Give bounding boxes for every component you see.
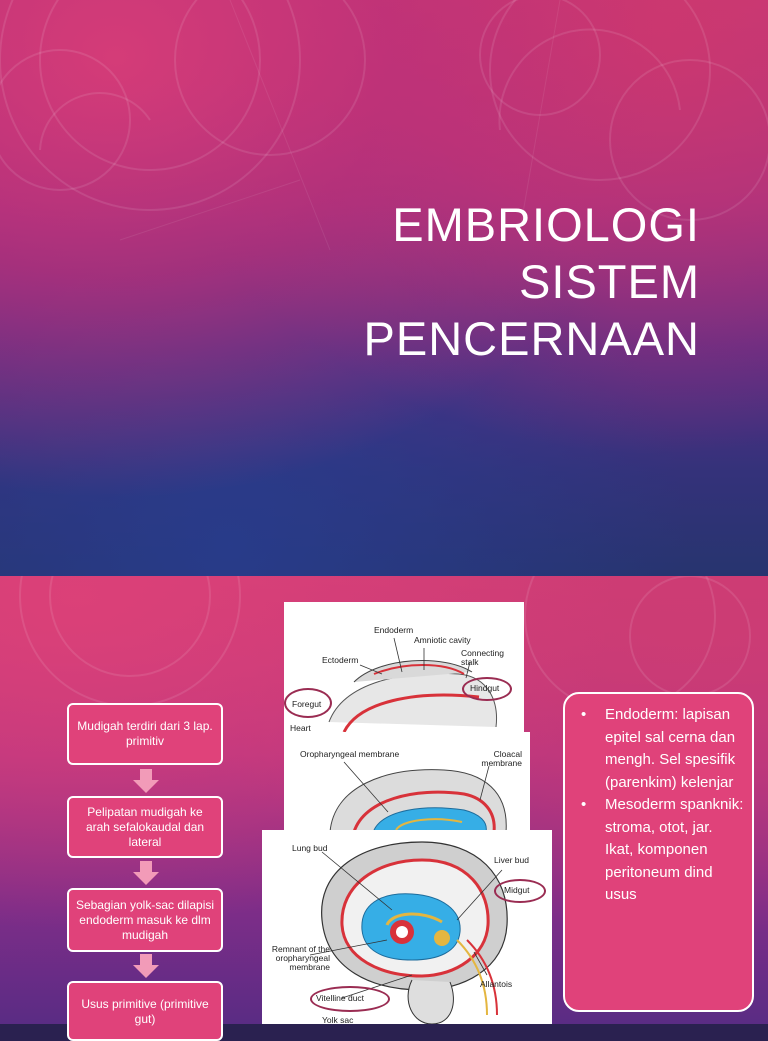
- embryo-diagram-top: Endoderm Amniotic cavity Ectoderm Connec…: [284, 602, 524, 742]
- embryo-diagram-bottom: Lung bud Liver bud Midgut Remnant of the…: [262, 830, 552, 1024]
- presentation-title: EMBRIOLOGI SISTEM PENCERNAAN: [280, 196, 700, 367]
- flow-step-2: Pelipatan mudigah ke arah sefalokaudal d…: [67, 796, 223, 858]
- down-arrow-icon: [133, 954, 159, 978]
- flow-step-1-text: Mudigah terdiri dari 3 lap. primitiv: [77, 719, 213, 748]
- flow-step-1: Mudigah terdiri dari 3 lap. primitiv: [67, 703, 223, 765]
- flow-step-4-text: Usus primitive (primitive gut): [81, 997, 209, 1026]
- title-line-2: SISTEM: [519, 255, 700, 308]
- flow-step-3-text: Sebagian yolk-sac dilapisi endoderm masu…: [75, 897, 215, 942]
- flow-step-2-text: Pelipatan mudigah ke arah sefalokaudal d…: [85, 804, 205, 849]
- embryo-diagram-middle: Oropharyngeal membrane Cloacal membrane: [284, 732, 530, 832]
- label-cloacal-membrane: Cloacal membrane: [481, 749, 522, 768]
- label-yolk-sac: Yolk sac: [322, 1015, 354, 1025]
- label-connecting-stalk: Connecting stalk: [461, 648, 505, 667]
- label-remnant: Remnant of the oropharyngeal membrane: [271, 944, 330, 972]
- label-heart: Heart: [290, 723, 311, 733]
- bullet-text-2: Mesoderm spanknik: stroma, otot, jar. Ik…: [605, 796, 744, 903]
- down-arrow-icon: [133, 861, 159, 885]
- bullet-item: • Mesoderm spanknik: stroma, otot, jar. I…: [573, 794, 744, 907]
- embryo-drawing-top: [328, 637, 498, 733]
- background-decoration: [0, 0, 768, 251]
- embryo-drawing-middle: [329, 761, 507, 832]
- foregut-highlight: [284, 688, 332, 718]
- label-oropharyngeal-membrane: Oropharyngeal membrane: [300, 749, 400, 759]
- down-arrow-icon: [133, 769, 159, 793]
- label-liver-bud: Liver bud: [494, 855, 529, 865]
- bullet-box: • Endoderm: lapisan epitel sal cerna dan …: [563, 692, 754, 1012]
- flow-step-3: Sebagian yolk-sac dilapisi endoderm masu…: [67, 888, 223, 952]
- bullet-item: • Endoderm: lapisan epitel sal cerna dan …: [573, 704, 744, 794]
- label-lung-bud: Lung bud: [292, 843, 328, 853]
- vitelline-duct-highlight: [310, 986, 390, 1012]
- hindgut-highlight: [462, 677, 512, 701]
- label-endoderm: Endoderm: [374, 625, 414, 635]
- bullet-dot-icon: •: [581, 706, 587, 723]
- label-ectoderm: Ectoderm: [322, 655, 359, 665]
- bullet-text-1: Endoderm: lapisan epitel sal cerna dan m…: [605, 706, 736, 791]
- embryo-drawing-bottom: [309, 841, 508, 1024]
- label-allantois: Allantois: [480, 979, 513, 989]
- flow-step-4: Usus primitive (primitive gut): [67, 981, 223, 1041]
- title-slide: EMBRIOLOGI SISTEM PENCERNAAN: [0, 0, 768, 576]
- bullet-list: • Endoderm: lapisan epitel sal cerna dan …: [573, 704, 744, 907]
- label-amniotic-cavity: Amniotic cavity: [414, 635, 471, 645]
- midgut-highlight: [494, 879, 546, 903]
- title-line-1: EMBRIOLOGI: [392, 198, 700, 251]
- title-line-3: PENCERNAAN: [363, 312, 700, 365]
- bullet-dot-icon: •: [581, 796, 587, 813]
